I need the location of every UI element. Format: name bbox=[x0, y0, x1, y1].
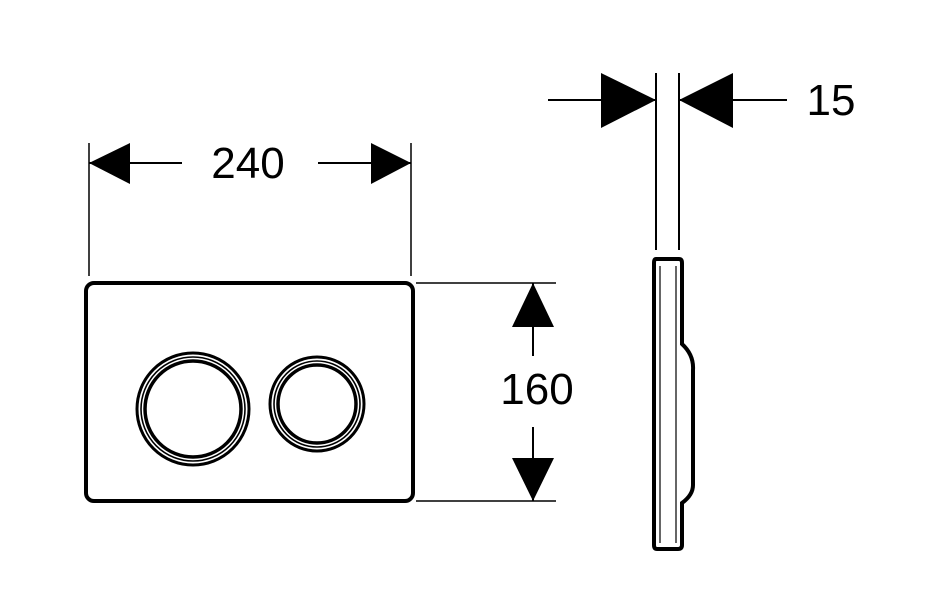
height-dimension: 160 bbox=[416, 282, 574, 502]
width-dimension: 240 bbox=[88, 139, 412, 276]
side-profile-outline bbox=[652, 257, 696, 551]
front-view bbox=[84, 281, 415, 503]
height-arrow-bottom bbox=[512, 458, 554, 501]
width-arrow-left bbox=[89, 143, 130, 184]
depth-label: 15 bbox=[807, 76, 856, 125]
large-flush-button bbox=[135, 351, 251, 467]
height-arrow-top bbox=[512, 283, 554, 327]
width-label: 240 bbox=[211, 139, 284, 188]
width-arrow-right bbox=[371, 143, 411, 184]
depth-arrow-left bbox=[601, 73, 656, 128]
depth-dimension: 15 bbox=[548, 73, 855, 250]
height-label: 160 bbox=[500, 365, 573, 414]
side-view bbox=[652, 257, 696, 551]
small-flush-button bbox=[268, 355, 366, 453]
flush-plate-outline bbox=[84, 281, 415, 503]
depth-arrow-right bbox=[679, 73, 733, 128]
